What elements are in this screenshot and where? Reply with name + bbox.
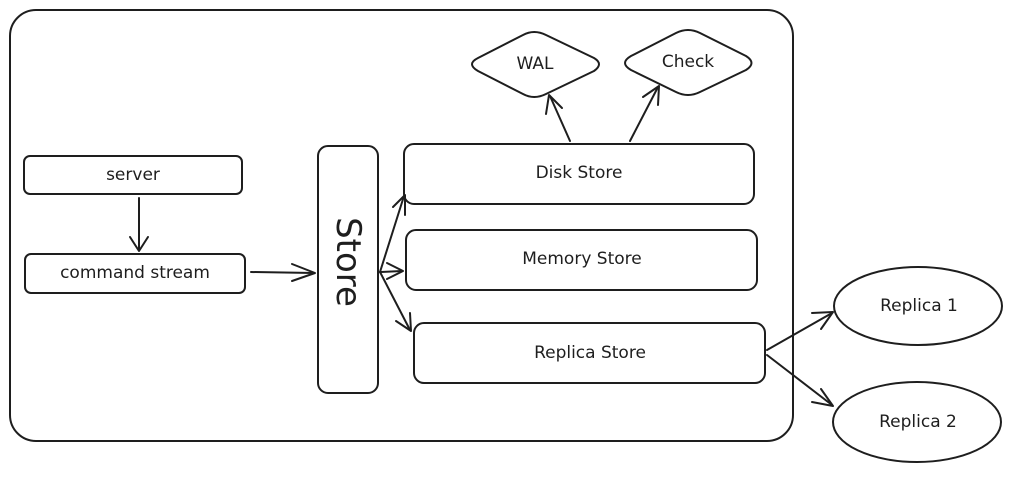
edge-store-to-disk-store [379, 194, 406, 273]
edge-server-to-command-stream [129, 197, 149, 252]
server-node: server [23, 155, 243, 195]
wal-label: WAL [517, 54, 555, 74]
command-stream-label: command stream [60, 263, 210, 283]
edge-replica-store-to-replica-2 [766, 354, 834, 407]
replica-store-node: Replica Store [413, 322, 766, 384]
disk-store-label: Disk Store [536, 163, 623, 183]
memory-store-node: Memory Store [405, 229, 758, 291]
check-node: Check [624, 29, 753, 96]
command-stream-node: command stream [24, 253, 246, 294]
edge-command-stream-to-store [250, 263, 316, 282]
store-label: Store [328, 217, 368, 307]
replica-store-label: Replica Store [534, 343, 646, 363]
replica-2-label: Replica 2 [879, 412, 957, 432]
replica-1-label: Replica 1 [880, 296, 958, 316]
server-label: server [106, 165, 160, 185]
replica-2-node: Replica 2 [832, 381, 1002, 463]
edge-disk-store-to-wal [545, 94, 571, 142]
check-label: Check [662, 52, 714, 72]
edge-store-to-replica-store [379, 271, 412, 332]
disk-store-node: Disk Store [403, 143, 755, 205]
edge-replica-store-to-replica-1 [766, 311, 834, 351]
wal-node: WAL [471, 31, 600, 98]
edge-store-to-memory-store [379, 262, 404, 280]
replica-1-node: Replica 1 [833, 266, 1003, 346]
memory-store-label: Memory Store [522, 249, 641, 269]
edge-disk-store-to-check [629, 85, 660, 142]
store-node: Store [317, 145, 379, 394]
